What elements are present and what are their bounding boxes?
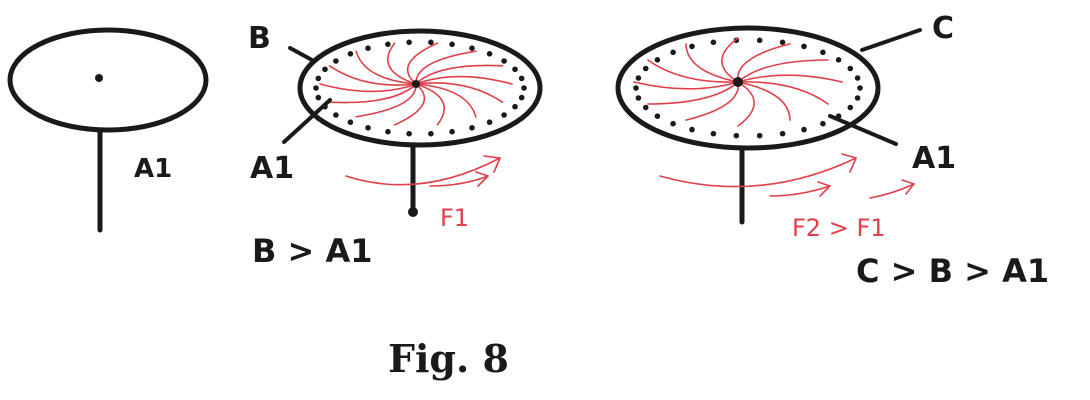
panel-2-field-line <box>416 65 503 84</box>
panel-2-charge-dot <box>406 40 412 46</box>
panel-2-charge-dot <box>348 51 354 57</box>
panel-2-charge-dot <box>333 112 339 118</box>
panel-3-relation: C > B > A1 <box>856 252 1049 290</box>
panel-2-field-line <box>388 43 416 84</box>
panel-1-label-a1: A1 <box>134 154 172 184</box>
figure-caption: Fig. 8 <box>388 336 509 381</box>
panel-2-charge-dot <box>385 42 391 48</box>
panel-2-charge-dot <box>316 95 322 101</box>
panel-3-charge-dot <box>780 131 786 137</box>
panel-3-charge-dot <box>836 57 842 63</box>
panel-2-charge-dot <box>469 125 475 131</box>
panel-2-charge-dot <box>519 95 525 101</box>
panel-2-stem-foot <box>408 207 418 217</box>
panel-3-charge-dot <box>757 133 763 139</box>
panel-3-charge-dot <box>820 121 826 127</box>
panel-2-charge-dot <box>428 40 434 46</box>
panel-3-charge-dot <box>801 127 807 133</box>
panel-3-c-leader <box>862 30 920 50</box>
panel-2-charge-dot <box>521 85 527 91</box>
panel-3-charge-dot <box>670 50 676 56</box>
panel-2-label-b: B <box>248 21 271 56</box>
panel-3-charge-dot <box>636 75 642 81</box>
panel-3-force-relation: F2 > F1 <box>792 214 886 242</box>
panel-3-charge-dot <box>655 57 661 63</box>
panel-2-charge-dot <box>449 129 455 135</box>
panel-2-charge-dot <box>512 104 518 110</box>
panel-3-charge-dot <box>820 50 826 56</box>
panel-3-field-line <box>722 38 738 82</box>
panel-1-disk <box>10 30 206 130</box>
panel-2-label-a1: A1 <box>250 151 294 186</box>
panel-2-charge-dot <box>406 131 412 137</box>
panel-2-charge-dot <box>487 51 493 57</box>
panel-3-field-line <box>634 82 738 89</box>
panel-3-charge-dot <box>801 44 807 50</box>
panel-2-charge-dot <box>365 125 371 131</box>
panel-3-rotation-arrow <box>660 158 856 187</box>
panel-3-disk <box>618 28 878 148</box>
panel-2-rotation-arrow <box>346 158 500 185</box>
panel-3-charge-dot <box>711 40 717 46</box>
panel-3-label-a1: A1 <box>912 141 956 176</box>
panel-2: B A1 F1 B > A1 <box>248 21 540 270</box>
panel-2-relation: B > A1 <box>252 232 373 270</box>
panel-2-charge-dot <box>449 42 455 48</box>
panel-2-force-label: F1 <box>440 204 469 232</box>
panel-3-charge-dot <box>689 44 695 50</box>
panel-3: C A1 F2 > F1 C > B > A1 <box>618 11 1049 290</box>
panel-3-center-dot <box>733 77 743 87</box>
panel-3-charge-dot <box>848 105 854 111</box>
panel-2-charge-dot <box>469 45 475 51</box>
panel-3-charge-dot <box>643 105 649 111</box>
panel-2-field-line <box>330 84 417 103</box>
panel-3-charge-dot <box>757 38 763 44</box>
panel-3-label-c: C <box>932 11 954 46</box>
panel-2-field-line <box>416 51 476 84</box>
panel-3-charge-dot <box>633 85 639 91</box>
panel-2-field-line <box>356 84 416 117</box>
panel-1: A1 <box>10 30 206 230</box>
panel-2-charge-dot <box>333 58 339 64</box>
panel-2-b-leader <box>290 48 312 60</box>
panel-3-charge-dot <box>848 66 854 72</box>
panel-3-charge-dot <box>711 131 717 137</box>
panel-3-charge-dot <box>855 75 861 81</box>
panel-3-charge-dot <box>689 127 695 133</box>
panel-2-charge-dot <box>313 85 319 91</box>
panel-2-field-line <box>416 84 444 125</box>
panel-2-center-dot <box>412 80 420 88</box>
panel-2-charge-dot <box>365 45 371 51</box>
panel-2-charge-dot <box>316 76 322 82</box>
panel-3-charge-dot <box>636 95 642 101</box>
panel-2-charge-dot <box>348 119 354 125</box>
panel-2-charge-dot <box>322 67 328 73</box>
panel-3-charge-dot <box>655 113 661 119</box>
panel-3-charge-dot <box>734 133 740 139</box>
panel-2-charge-dot <box>501 112 507 118</box>
panel-3-charge-dot <box>670 121 676 127</box>
panel-2-charge-dot <box>512 67 518 73</box>
panel-3-charge-dot <box>643 66 649 72</box>
panel-3-charge-dot <box>855 95 861 101</box>
panel-3-charge-dot <box>780 40 786 46</box>
panel-3-field-line <box>738 82 754 126</box>
panel-3-field-line <box>738 75 842 82</box>
panel-2-charge-dot <box>487 119 493 125</box>
panel-2-charge-dot <box>501 58 507 64</box>
panel-2-charge-dot <box>385 129 391 135</box>
panel-2-charge-dot <box>428 131 434 137</box>
panel-2-charge-dot <box>519 76 525 82</box>
panel-3-charge-dot <box>857 85 863 91</box>
panel-1-center-dot <box>95 74 103 82</box>
